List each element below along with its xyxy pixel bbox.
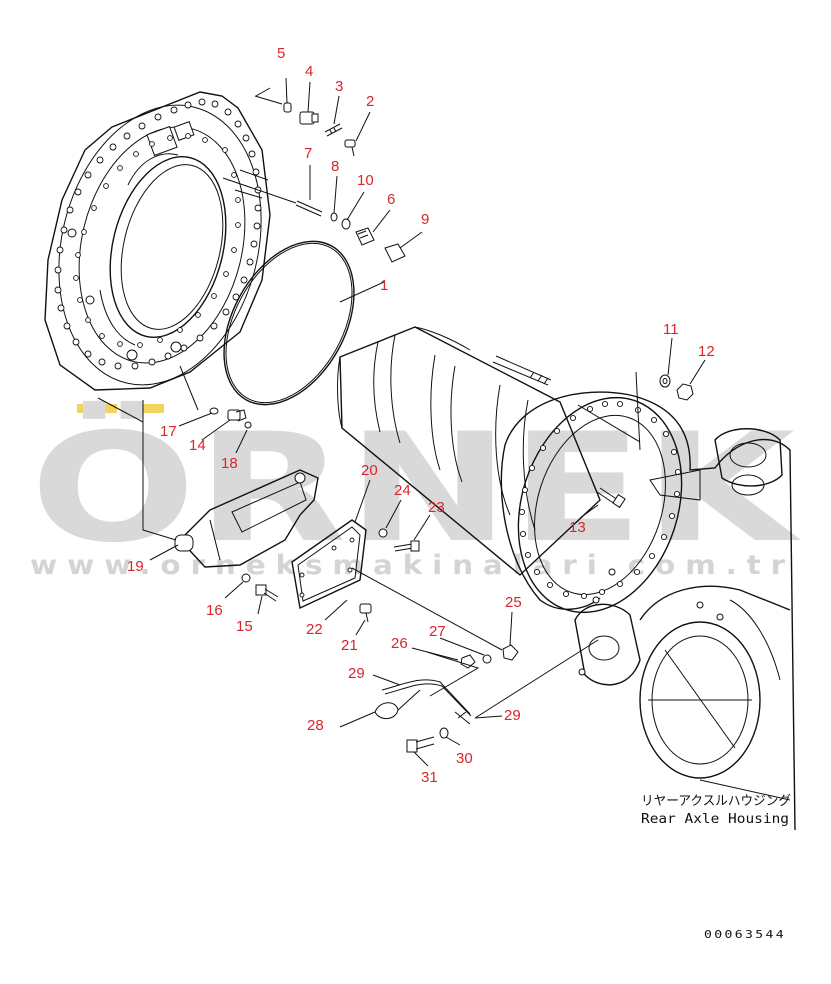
leader-lines (97, 77, 706, 767)
callout-label: 18 (221, 455, 238, 472)
callout-label: 22 (306, 621, 323, 638)
housing-bolt-circle (518, 400, 682, 600)
callout-label: 2 (366, 93, 374, 110)
callout-labels: 5 4 3 2 7 8 10 6 9 1 11 12 13 17 14 18 1… (127, 45, 715, 786)
part-10-washer (341, 218, 351, 230)
callout-label: 15 (236, 618, 253, 635)
callout-label: 21 (341, 637, 358, 654)
part-31-bolt (406, 736, 435, 753)
part-15-bolt (255, 584, 279, 602)
document-id: 00063544 (704, 928, 786, 941)
part-28-wire (339, 679, 472, 728)
part-18-plug (244, 421, 252, 429)
part-29-clamp (454, 711, 471, 725)
caption-japanese: リヤーアクスルハウジング (641, 794, 791, 809)
part-14-fitting (227, 409, 247, 422)
callout-label: 23 (428, 499, 445, 516)
callout-label: 17 (160, 423, 177, 440)
callout-label: 27 (429, 623, 446, 640)
callout-label: 20 (361, 462, 378, 479)
part-25-plug (502, 644, 519, 661)
part-23-bolt (393, 540, 420, 552)
part-27-plug (482, 654, 492, 664)
callout-label: 30 (456, 750, 473, 767)
part-8-pin (330, 212, 338, 222)
callout-label: 14 (189, 437, 206, 454)
part-30-washer (439, 727, 449, 739)
part-6-plug (355, 227, 375, 246)
o-ring (223, 240, 355, 406)
flange-bolt-holes (54, 98, 262, 370)
callout-label: 6 (387, 191, 395, 208)
part-13-bolt (596, 487, 626, 509)
watermark-accent-right (124, 404, 164, 413)
callout-label: 29 (504, 707, 521, 724)
axle-tube (337, 326, 601, 576)
callout-label: 8 (331, 158, 339, 175)
part-9-cap (384, 243, 406, 263)
callout-label: 19 (127, 558, 144, 575)
part-17-plug (209, 407, 219, 415)
part-2-valve (344, 139, 356, 157)
callout-label: 3 (335, 78, 343, 95)
flange-housing (44, 91, 271, 391)
callout-label: 1 (380, 277, 388, 294)
watermark: ÖRNEK www.orneksmakinalari.com.tr (30, 400, 801, 581)
callout-label: 9 (421, 211, 429, 228)
part-21-breather (359, 603, 372, 623)
caption-english: Rear Axle Housing (641, 812, 789, 827)
callout-label: 16 (206, 602, 223, 619)
callout-label: 11 (663, 321, 679, 338)
callout-label: 31 (421, 769, 438, 786)
callout-label: 13 (569, 519, 586, 536)
housing-stud (492, 355, 552, 386)
part-16-washer (241, 573, 251, 583)
part-7-rod (295, 200, 323, 217)
part-3-fitting (324, 123, 343, 137)
rear-axle-housing (500, 391, 796, 831)
callout-label: 12 (698, 343, 715, 360)
part-4-plug (299, 111, 319, 125)
part-12-nut (676, 383, 694, 401)
callout-label: 10 (357, 172, 374, 189)
watermark-accent-left (77, 404, 117, 413)
part-24-washer (378, 528, 388, 538)
callout-label: 4 (305, 63, 313, 80)
callout-label: 25 (505, 594, 522, 611)
part-11-washer (659, 374, 671, 388)
callout-label: 26 (391, 635, 408, 652)
part-19-bracket (174, 469, 319, 568)
watermark-url: www.orneksmakinalari.com.tr (30, 550, 795, 581)
callout-label: 29 (348, 665, 365, 682)
part-5-pin (283, 102, 292, 113)
part-22-gasket-holes (299, 537, 355, 598)
callout-label: 24 (394, 482, 411, 499)
callout-label: 7 (304, 145, 312, 162)
callout-label: 5 (277, 45, 285, 62)
callout-label: 28 (307, 717, 324, 734)
